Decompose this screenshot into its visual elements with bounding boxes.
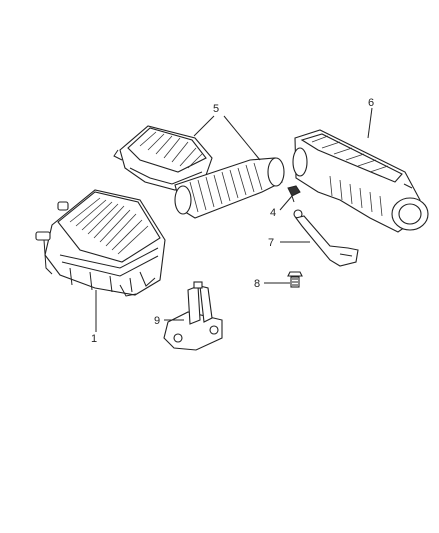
leader-lines [95, 107, 373, 332]
callout-7: 7 [268, 237, 274, 249]
callout-9: 9 [154, 315, 160, 327]
callout-5: 5 [213, 103, 219, 115]
air-cleaner-cover-and-hose [113, 125, 285, 219]
callout-8: 8 [254, 278, 260, 290]
mount-bracket-part-9 [163, 281, 223, 351]
air-cleaner-housing-lower [35, 189, 166, 297]
intake-duct [292, 129, 429, 233]
callout-1: 1 [91, 333, 97, 345]
bolt-part-8 [287, 271, 303, 288]
clip-part-4 [287, 185, 301, 203]
callout-6: 6 [368, 97, 374, 109]
bracket-part-7 [293, 209, 359, 267]
callout-4: 4 [270, 207, 276, 219]
